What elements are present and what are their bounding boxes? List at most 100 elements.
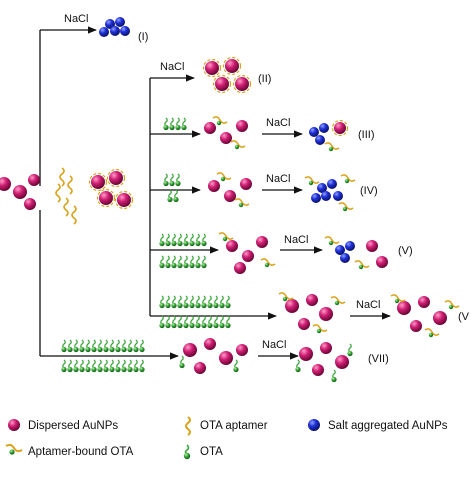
ota-molecule: [97, 366, 103, 373]
ota-stem: [104, 339, 108, 349]
ota-stem: [170, 117, 174, 127]
ota-molecule: [133, 366, 139, 373]
ota-molecule: [165, 262, 171, 269]
ota-molecule: [133, 346, 139, 353]
ota-stem: [134, 359, 138, 369]
ota-stem: [166, 295, 170, 305]
dispersed-aunp: [0, 177, 11, 191]
aptamer-coating: [212, 74, 232, 94]
ota-stem: [160, 295, 164, 305]
dispersed-aunp: [334, 122, 346, 134]
dispersed-aunp: [224, 190, 236, 202]
ota-stem: [180, 355, 184, 365]
ota-molecule: [331, 376, 337, 383]
ota-stem: [128, 339, 132, 349]
ota-molecule: [165, 322, 171, 329]
aggregated-aunp: [115, 17, 125, 27]
legend-ota: OTA: [183, 444, 223, 460]
aptamer-bound-ota-strand: [212, 116, 228, 124]
ota-stem-icon: [184, 444, 190, 455]
aggregated-aunp: [319, 123, 329, 133]
aggregated-aunp: [345, 241, 355, 251]
aptamer-coating: [88, 172, 108, 192]
step-label-6: (V: [458, 311, 470, 323]
ota-stem: [140, 339, 144, 349]
ota-molecule: [189, 322, 195, 329]
ota-stem: [190, 295, 194, 305]
ota-stem: [134, 339, 138, 349]
ota-stem: [190, 233, 194, 243]
aptamer-bound-ota-strand: [324, 236, 340, 244]
aggregated-aunp: [317, 183, 327, 193]
aptamer-bound-ota-strand: [424, 328, 440, 336]
ota-molecule: [347, 350, 353, 357]
ota-stem: [220, 295, 224, 305]
ota-stem: [116, 339, 120, 349]
ota-stem: [74, 339, 78, 349]
ota-molecule: [177, 322, 183, 329]
aptamer-bound-ota-molecule: [328, 240, 334, 246]
dispersed-aunp: [240, 178, 252, 190]
ota-stem: [176, 117, 180, 127]
dispersed-aunp: [285, 299, 299, 313]
aptamer-bound-ota-strand: [230, 140, 246, 148]
ota-molecule: [177, 240, 183, 247]
ota-molecule: [163, 124, 169, 131]
aptamer-bound-ota-dot-icon: [9, 449, 15, 455]
ota-molecule: [91, 366, 97, 373]
dispersed-aunp: [256, 236, 268, 248]
aggregated-aunp-icon: [308, 419, 320, 431]
ota-molecule: [139, 366, 145, 373]
aptamer-bound-ota-molecule: [328, 146, 334, 152]
ota-molecule: [67, 346, 73, 353]
salt-label-6: NaCl: [356, 299, 380, 311]
aptamer-bound-ota-molecule: [448, 304, 454, 310]
ota-aptamer-icon: [185, 416, 191, 436]
ota-stem: [110, 339, 114, 349]
ota-molecule: [171, 302, 177, 309]
ota-stem: [80, 339, 84, 349]
ota-molecule: [169, 124, 175, 131]
step-label-4: (IV): [360, 185, 378, 197]
aggregated-aunp: [333, 191, 343, 201]
ota-stem: [332, 369, 336, 379]
aptamer-coating: [202, 58, 222, 78]
ota-stem: [164, 173, 168, 183]
legend-salt-aggregated-label: Salt aggregated AuNPs: [328, 420, 448, 432]
aptamer-bound-ota-molecule: [342, 206, 348, 212]
aggregated-aunp: [110, 26, 120, 36]
dispersed-aunp: [366, 240, 378, 252]
ota-molecule: [207, 322, 213, 329]
ota-molecule: [179, 362, 185, 369]
dispersed-aunp: [397, 301, 411, 315]
step-label-3: (III): [358, 129, 375, 141]
dispersed-aunp: [320, 342, 332, 354]
ota-stem: [110, 359, 114, 369]
dispersed-aunp: [28, 174, 40, 186]
ota-aptamer: [55, 183, 61, 203]
ota-molecule: [109, 366, 115, 373]
ota-molecule: [225, 322, 231, 329]
ota-molecule: [127, 346, 133, 353]
aggregated-aunp: [309, 127, 319, 137]
aptamer-coating: [222, 56, 242, 76]
ota-molecule: [159, 302, 165, 309]
aptamer-bound-ota-strand: [260, 258, 276, 266]
dispersed-aunp: [376, 256, 388, 268]
dispersed-aunp: [234, 262, 246, 274]
dispersed-aunp: [183, 343, 197, 357]
ota-stem: [226, 295, 230, 305]
ota-molecule: [219, 302, 225, 309]
dispersed-aunp: [220, 132, 232, 144]
ota-stem: [104, 359, 108, 369]
dispersed-aunp: [306, 294, 318, 306]
aptamer-bound-ota-strand: [218, 232, 234, 240]
ota-aptamer: [67, 175, 73, 195]
step-labels: (I) (II) (III) (IV) (V) (V (VII): [138, 31, 470, 365]
ota-stem: [178, 315, 182, 325]
ota-molecule: [201, 240, 207, 247]
dispersed-aunp: [13, 185, 27, 199]
legend-dispersed-aunps: Dispersed AuNPs: [8, 419, 118, 432]
dispersed-aunp: [298, 318, 310, 330]
ota-molecule: [159, 322, 165, 329]
